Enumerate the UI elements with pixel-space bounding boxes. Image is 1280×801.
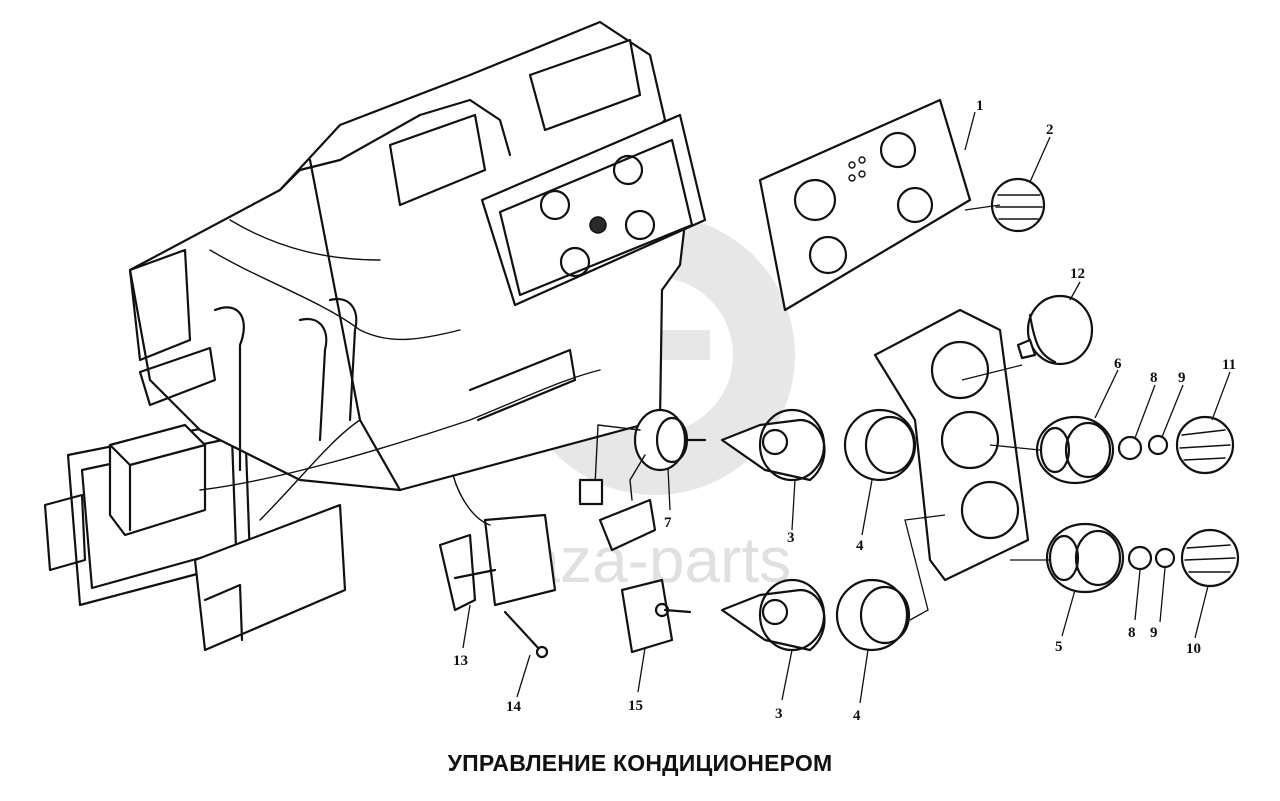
ring-part-4-bottom: [835, 578, 911, 652]
callout-labels: 1 2 12 6 8 9 11 7 3 4 5 8 9 10 13 14 15 …: [453, 98, 1236, 724]
callout-13: 13: [453, 653, 468, 669]
cone-part-3-bottom: [720, 578, 826, 652]
screw-part-14: [503, 610, 549, 659]
callout-10: 10: [1186, 641, 1201, 657]
callout-15: 15: [628, 698, 643, 714]
callout-4-top: 4: [856, 538, 864, 554]
knob-part-11: [1175, 415, 1235, 475]
callout-14: 14: [506, 699, 522, 715]
ring-part-4-top: [843, 408, 917, 482]
knob-part-10: [1180, 528, 1240, 588]
washer-part-9-top: [1147, 434, 1169, 456]
nut-part-8-bottom: [1127, 545, 1153, 571]
callout-3-bottom: 3: [775, 706, 783, 722]
leader-lines: [462, 111, 1231, 704]
washer-part-9-bottom: [1154, 547, 1176, 569]
bezel-panel: [873, 308, 1030, 582]
switch-body-part-6: [1035, 415, 1115, 485]
cone-part-3-top: [720, 408, 826, 482]
diagram-title: УПРАВЛЕНИЕ КОНДИЦИОНЕРОМ: [447, 750, 833, 776]
switch-part-15: [620, 578, 692, 654]
callout-3-top: 3: [787, 530, 795, 546]
callout-12: 12: [1070, 266, 1085, 282]
callout-8-top: 8: [1150, 370, 1158, 386]
callout-5: 5: [1055, 639, 1063, 655]
callout-2: 2: [1046, 122, 1054, 138]
callout-9-bottom: 9: [1150, 625, 1158, 641]
callout-9-top: 9: [1178, 370, 1186, 386]
bracket-part-13: [438, 474, 557, 612]
callout-8-bottom: 8: [1128, 625, 1136, 641]
hvac-unit-assembly: [43, 20, 707, 652]
callout-7: 7: [664, 515, 672, 531]
callout-6: 6: [1114, 356, 1122, 372]
control-panel-face: [758, 98, 972, 312]
nut-part-8-top: [1117, 435, 1143, 461]
callout-11: 11: [1222, 357, 1236, 373]
callout-4-bottom: 4: [853, 708, 861, 724]
cap-part-12: [1016, 294, 1094, 366]
callout-1: 1: [976, 98, 984, 114]
switch-body-part-5: [1045, 522, 1125, 594]
blower-switch-part-7: [578, 408, 707, 552]
knob-part-2: [990, 177, 1046, 233]
